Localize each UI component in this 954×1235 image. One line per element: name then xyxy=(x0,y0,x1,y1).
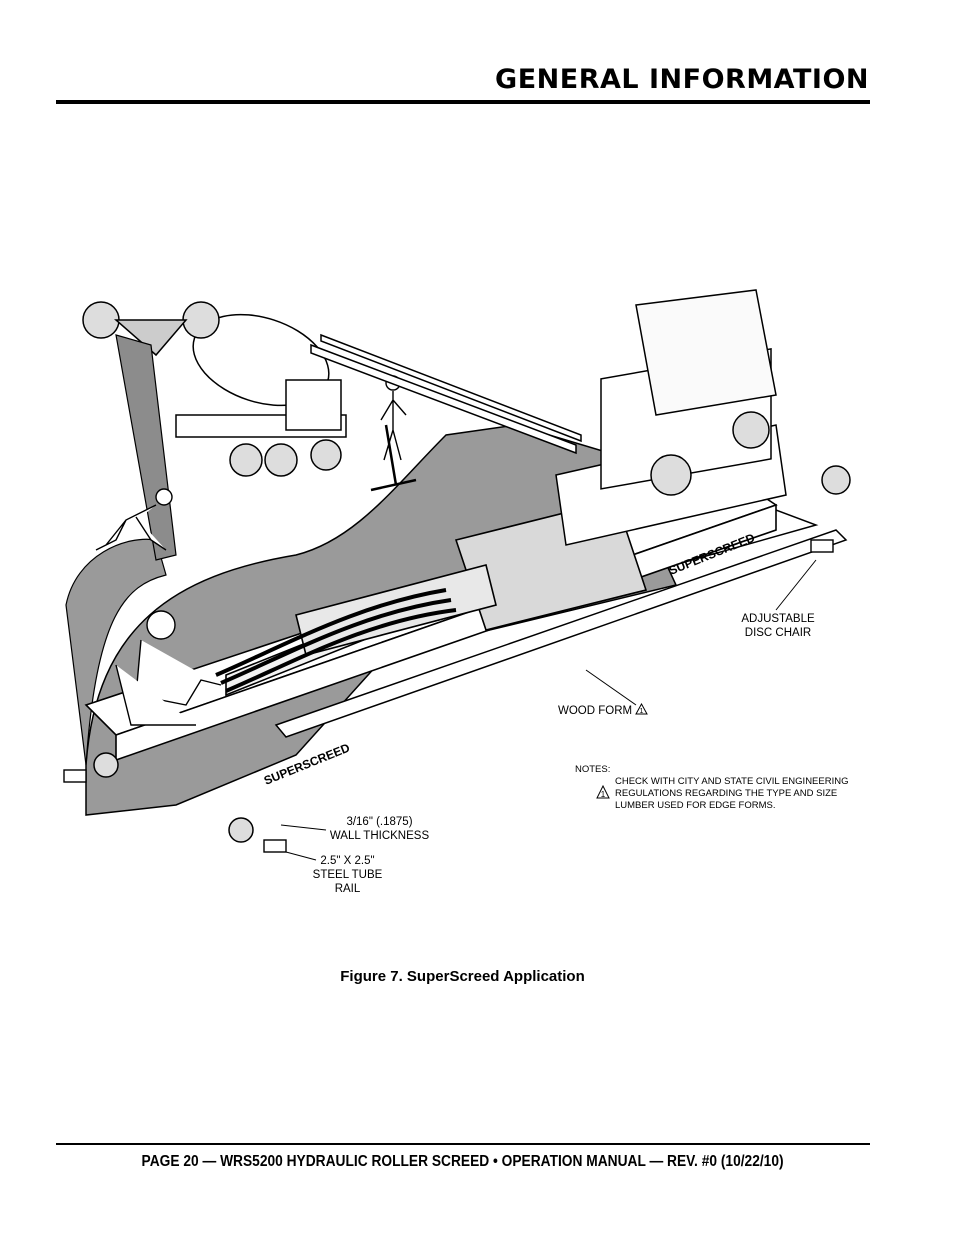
screed-frame xyxy=(84,484,778,762)
figure-caption: Figure 7. SuperScreed Application xyxy=(340,968,585,985)
callout-wall-thickness-line2: WALL THICKNESS xyxy=(329,830,430,842)
warning-triangle-icon: 1 xyxy=(635,702,649,715)
callout-rail-line3: RAIL xyxy=(334,883,361,895)
callout-disc-chair: ADJUSTABLE DISC CHAIR xyxy=(741,613,815,639)
callout-wood-form-label: WOOD FORM xyxy=(558,705,633,717)
callout-wall-thickness: 3/16" (.1875) WALL THICKNESS xyxy=(322,815,437,843)
illustration-svg: SUPERSCREED SUPERSCREED xyxy=(63,289,851,861)
notes-heading: NOTES: xyxy=(575,764,611,775)
hydraulic-hoses xyxy=(215,588,457,693)
front-wheel-right xyxy=(228,817,254,843)
front-wheel-left xyxy=(93,752,119,778)
engine-unit xyxy=(555,289,851,546)
disc-chair-front xyxy=(263,839,287,853)
callout-rail-line2: STEEL TUBE xyxy=(312,869,383,881)
worker-pouring xyxy=(95,488,173,551)
svg-text:1: 1 xyxy=(640,708,644,715)
callout-steel-rail: 2.5" X 2.5" STEEL TUBE RAIL xyxy=(300,854,395,896)
callout-wall-thickness-line1: 3/16" (.1875) xyxy=(346,816,413,828)
disc-chair-left xyxy=(63,769,87,783)
callout-rail-line1: 2.5" X 2.5" xyxy=(320,855,375,867)
header-rule xyxy=(56,100,870,104)
notes-body: CHECK WITH CITY AND STATE CIVIL ENGINEER… xyxy=(615,776,849,811)
disc-chair-right xyxy=(810,539,834,553)
operator xyxy=(115,610,222,726)
page-title: GENERAL INFORMATION xyxy=(495,64,869,95)
leader-lines xyxy=(280,559,817,861)
notes-warning-icon: 1 xyxy=(596,785,610,799)
page-footer: PAGE 20 — WRS5200 HYDRAULIC ROLLER SCREE… xyxy=(141,1153,784,1170)
callout-wood-form: WOOD FORM 1 xyxy=(558,702,649,718)
svg-text:1: 1 xyxy=(601,790,606,799)
concrete-truck-group xyxy=(82,301,347,477)
footer-rule xyxy=(56,1143,870,1145)
superscreed-illustration: SUPERSCREED SUPERSCREED xyxy=(56,285,870,905)
